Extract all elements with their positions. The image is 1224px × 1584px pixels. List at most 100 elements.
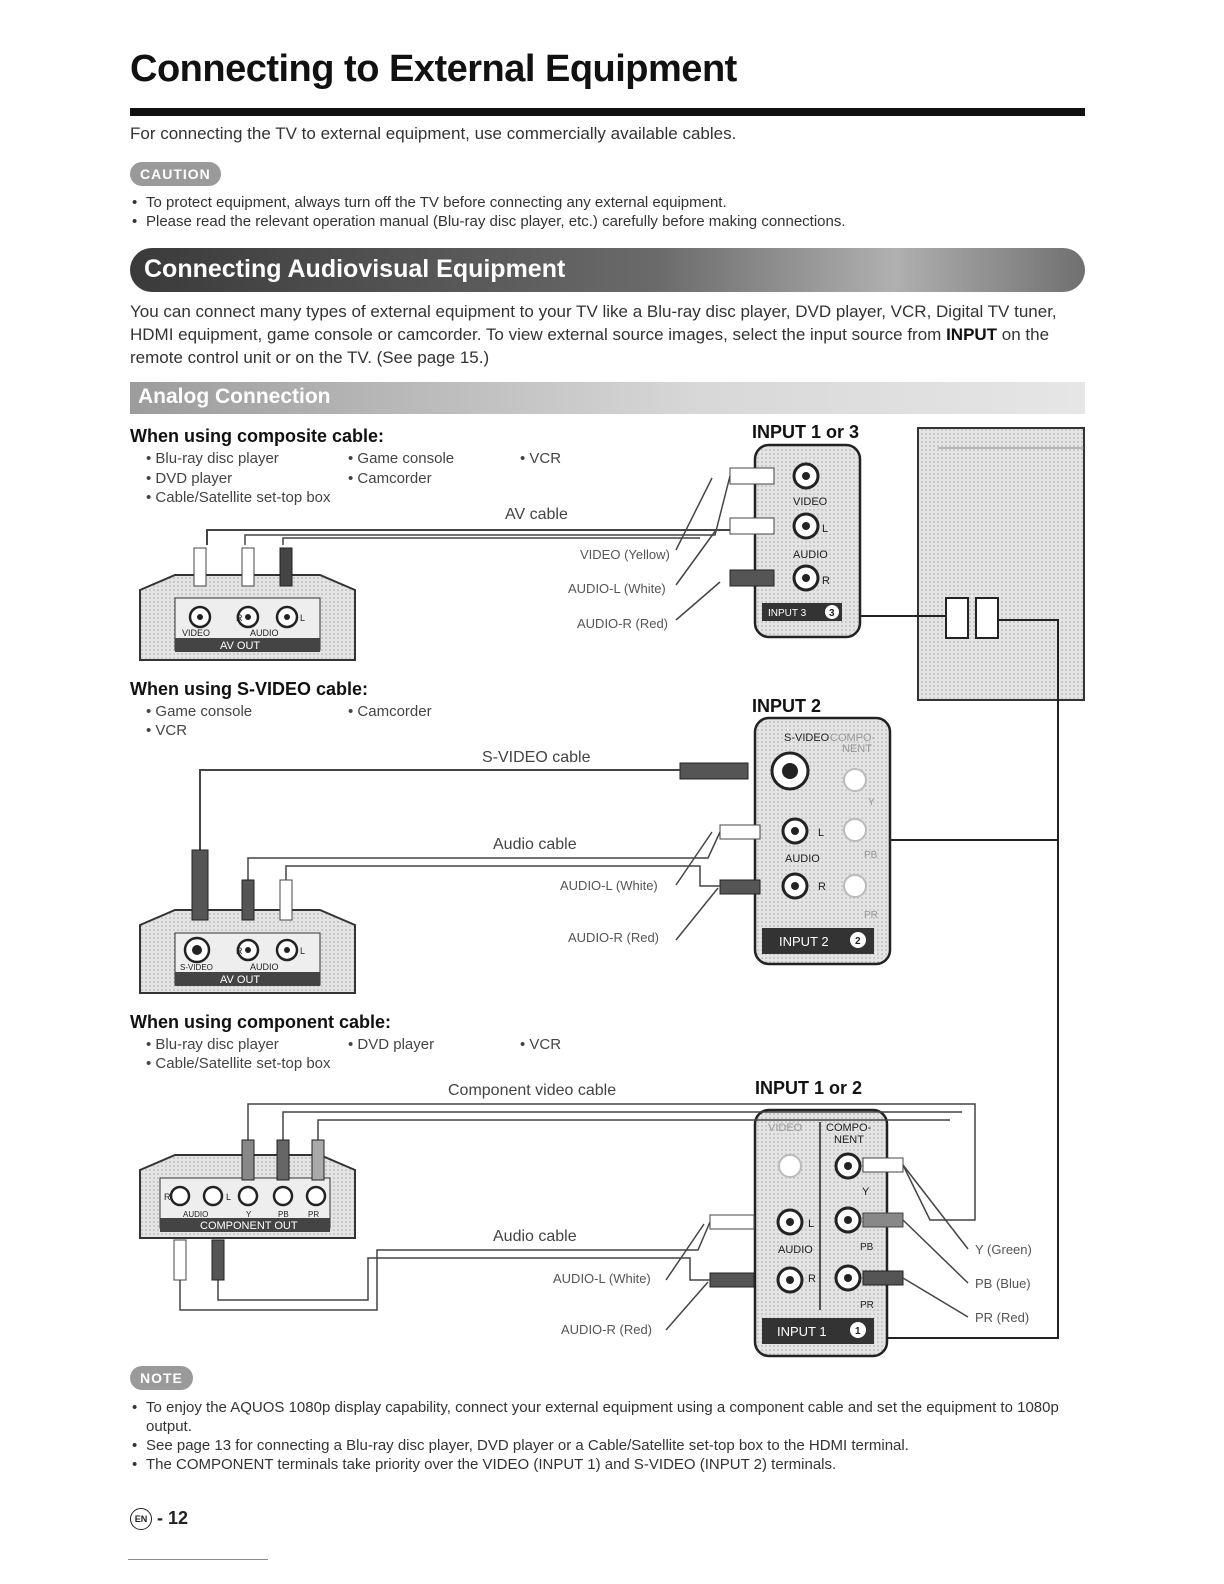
output-label: PR (Red) — [975, 1310, 1030, 1325]
cable-label: Audio cable — [493, 1228, 577, 1245]
output-label: PB (Blue) — [975, 1276, 1031, 1291]
svg-text:S-VIDEO: S-VIDEO — [784, 732, 830, 744]
device-item: • VCR — [520, 450, 562, 467]
svg-text:PR: PR — [308, 1210, 319, 1219]
wire-label: VIDEO (Yellow) — [580, 547, 670, 562]
caution-item: Please read the relevant operation manua… — [130, 212, 1080, 231]
svg-text:L: L — [818, 827, 824, 839]
svg-text:L: L — [300, 613, 305, 623]
svg-text:AUDIO: AUDIO — [778, 1244, 813, 1256]
note-list: To enjoy the AQUOS 1080p display capabil… — [130, 1398, 1060, 1474]
svg-text:VIDEO: VIDEO — [182, 628, 210, 638]
caution-badge: CAUTION — [130, 162, 221, 186]
section-banner: Connecting Audiovisual Equipment — [130, 248, 1085, 292]
device-item: • Cable/Satellite set-top box — [146, 489, 331, 506]
panel-input3: VIDEO L AUDIO R INPUT 3 3 — [753, 443, 862, 639]
analog-title: Analog Connection — [138, 385, 331, 408]
svg-text:R: R — [818, 881, 826, 893]
wire-label: AUDIO-L (White) — [553, 1271, 651, 1286]
svg-text:R: R — [236, 613, 243, 623]
svg-text:AUDIO: AUDIO — [183, 1210, 208, 1219]
section-title: Connecting Audiovisual Equipment — [144, 255, 566, 283]
svg-text:3: 3 — [829, 608, 835, 619]
svg-text:Y: Y — [862, 1186, 870, 1198]
svg-text:PR: PR — [864, 910, 878, 921]
svg-text:AV OUT: AV OUT — [220, 640, 260, 652]
svg-text:INPUT 2: INPUT 2 — [779, 934, 829, 949]
device-item: • Camcorder — [348, 703, 432, 720]
device-item: • Cable/Satellite set-top box — [146, 1055, 331, 1072]
device-item: • VCR — [146, 722, 188, 739]
footer-line — [128, 1559, 268, 1560]
svg-text:INPUT 3: INPUT 3 — [768, 608, 807, 619]
wire-label: AUDIO-L (White) — [560, 878, 658, 893]
svg-text:Y: Y — [868, 797, 875, 808]
svg-text:NENT: NENT — [834, 1134, 864, 1146]
wire-label: AUDIO-R (Red) — [568, 930, 660, 945]
svideo-device: AV OUT S-VIDEO R AUDIO L — [139, 849, 356, 994]
wire-label: AUDIO-R (Red) — [577, 616, 669, 631]
panel-input1: VIDEO COMPO- NENT Y L AUDIO PB R PR INPU… — [753, 1108, 889, 1358]
note-item: To enjoy the AQUOS 1080p display capabil… — [130, 1398, 1060, 1436]
svg-text:COMPONENT OUT: COMPONENT OUT — [200, 1220, 298, 1232]
svg-text:AUDIO: AUDIO — [250, 628, 279, 638]
tv-rear-panel — [917, 427, 1085, 701]
device-item: • Blu-ray disc player — [146, 1036, 279, 1053]
svg-text:PB: PB — [860, 1242, 874, 1253]
panel-input2: S-VIDEO COMPO- NENT Y L AUDIO R PB PR IN… — [753, 716, 892, 966]
output-label: Y (Green) — [975, 1242, 1032, 1257]
cable-label: AV cable — [505, 506, 568, 523]
device-item: • Blu-ray disc player — [146, 450, 279, 467]
input-label: INPUT 2 — [752, 696, 822, 716]
component-out-device: COMPONENT OUT R L AUDIO Y PB PR — [139, 1139, 356, 1281]
input-label: INPUT 1 or 2 — [755, 1078, 863, 1098]
svg-text:R: R — [236, 946, 243, 956]
device-item: • DVD player — [348, 1036, 435, 1053]
svg-text:L: L — [822, 523, 828, 535]
svg-text:S-VIDEO: S-VIDEO — [180, 963, 213, 972]
svg-text:AUDIO: AUDIO — [250, 962, 279, 972]
svg-text:COMPO-: COMPO- — [826, 1122, 872, 1134]
intro-text: For connecting the TV to external equipm… — [130, 124, 737, 143]
caution-list: To protect equipment, always turn off th… — [130, 193, 1080, 231]
svideo-heading: When using S-VIDEO cable: — [130, 679, 369, 699]
device-item: • Camcorder — [348, 470, 432, 487]
svg-text:PB: PB — [864, 850, 878, 861]
note-item: See page 13 for connecting a Blu-ray dis… — [130, 1436, 1060, 1455]
device-item: • VCR — [520, 1036, 562, 1053]
title-rule — [130, 108, 1085, 116]
composite-heading: When using composite cable: — [130, 426, 385, 446]
svg-text:INPUT 1: INPUT 1 — [777, 1324, 827, 1339]
component-heading: When using component cable: — [130, 1012, 392, 1032]
analog-bar: Analog Connection — [130, 382, 1085, 414]
svg-text:VIDEO: VIDEO — [768, 1122, 803, 1134]
svg-text:R: R — [808, 1273, 816, 1285]
svg-text:VIDEO: VIDEO — [793, 496, 828, 508]
device-item: • Game console — [348, 450, 455, 467]
svg-text:NENT: NENT — [842, 743, 872, 755]
wire-label: AUDIO-L (White) — [568, 581, 666, 596]
svg-text:AV OUT: AV OUT — [220, 974, 260, 986]
av-out-device: AV OUT VIDEO R AUDIO L — [139, 547, 356, 661]
svg-text:R: R — [164, 1192, 171, 1202]
cable-label: Component video cable — [448, 1082, 617, 1099]
cable-label: Audio cable — [493, 836, 577, 853]
svg-text:COMPO-: COMPO- — [830, 732, 876, 744]
svg-text:PB: PB — [278, 1210, 289, 1219]
svg-text:R: R — [822, 575, 830, 587]
cable-label: S-VIDEO cable — [482, 749, 591, 766]
svg-text:PR: PR — [860, 1300, 874, 1311]
note-item: The COMPONENT terminals take priority ov… — [130, 1455, 1060, 1474]
device-item: • Game console — [146, 703, 253, 720]
device-item: • DVD player — [146, 470, 233, 487]
page-number: EN - 12 — [130, 1508, 188, 1531]
note-badge: NOTE — [130, 1366, 193, 1390]
caution-item: To protect equipment, always turn off th… — [130, 193, 1080, 212]
input-label: INPUT 1 or 3 — [752, 422, 860, 442]
svg-text:L: L — [300, 946, 305, 956]
svg-text:Y: Y — [246, 1210, 252, 1219]
section-paragraph: You can connect many types of external e… — [130, 302, 1057, 367]
wire-label: AUDIO-R (Red) — [561, 1322, 653, 1337]
svg-text:1: 1 — [855, 1326, 861, 1337]
